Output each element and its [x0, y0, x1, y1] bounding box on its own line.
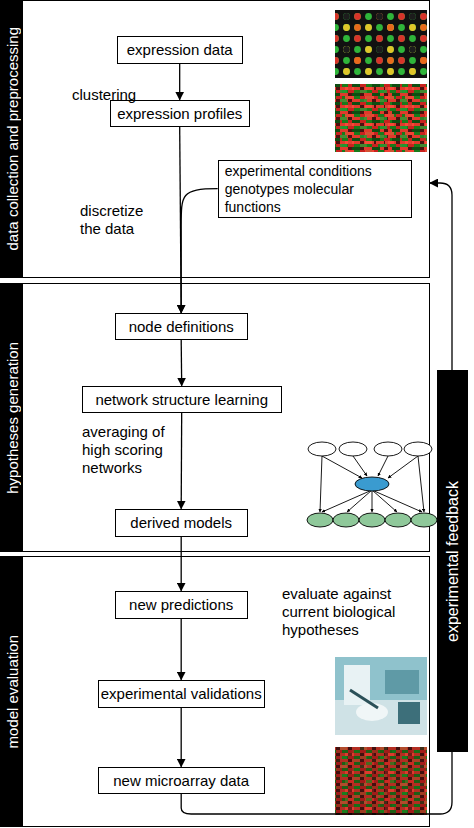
box-text: network structure learning [95, 391, 268, 408]
box-content: node definitions [129, 318, 234, 335]
box-text: new microarray data [113, 772, 249, 789]
process-box: network structure learning [82, 386, 282, 413]
section-bar: hypotheses generation [1, 284, 23, 551]
section-title: model evaluation [4, 635, 21, 748]
box-text: node definitions [129, 318, 234, 335]
process-box: new microarray data [98, 767, 265, 794]
box-text: expression data [127, 41, 233, 58]
edge-label: clustering [72, 86, 162, 104]
process-box: node definitions [115, 313, 248, 340]
edge-label: averaging of high scoring networks [82, 423, 178, 477]
edge-label: experimental feedback [444, 481, 462, 642]
box-text: new predictions [129, 596, 233, 613]
box-content: experimental conditions genotypes molecu… [225, 162, 405, 216]
section-bar: model evaluation [1, 557, 23, 826]
section-bar: data collection and preprocessing [1, 1, 23, 277]
process-box: expression profiles [110, 100, 250, 127]
section-title: hypotheses generation [4, 342, 21, 494]
box-content: new microarray data [113, 772, 249, 789]
section-title: data collection and preprocessing [4, 27, 21, 250]
process-box: expression data [117, 36, 243, 64]
section-band: hypotheses generation node definitions net… [0, 283, 430, 552]
process-box: new predictions [115, 591, 248, 619]
box-text: derived models [130, 514, 232, 531]
box-text: experimental validations [101, 685, 262, 702]
box-content: new predictions [129, 596, 233, 613]
process-box: experimental validations [98, 680, 265, 708]
box-text: expression profiles [117, 105, 242, 122]
edge-label: discretize the data [80, 202, 158, 238]
box-text: experimental conditions genotypes molecu… [225, 162, 405, 216]
feedback-bar: experimental feedback [437, 370, 468, 752]
process-box: derived models [115, 509, 248, 537]
box-content: expression data [127, 41, 233, 58]
box-content: expression profiles [117, 105, 242, 122]
box-content: experimental validations [101, 685, 262, 702]
section-band: data collection and preprocessing express… [0, 0, 430, 278]
note-text: evaluate against current biological hypo… [282, 585, 422, 639]
box-content: network structure learning [95, 391, 268, 408]
process-box: experimental conditions genotypes molecu… [218, 160, 412, 218]
box-content: derived models [130, 514, 232, 531]
